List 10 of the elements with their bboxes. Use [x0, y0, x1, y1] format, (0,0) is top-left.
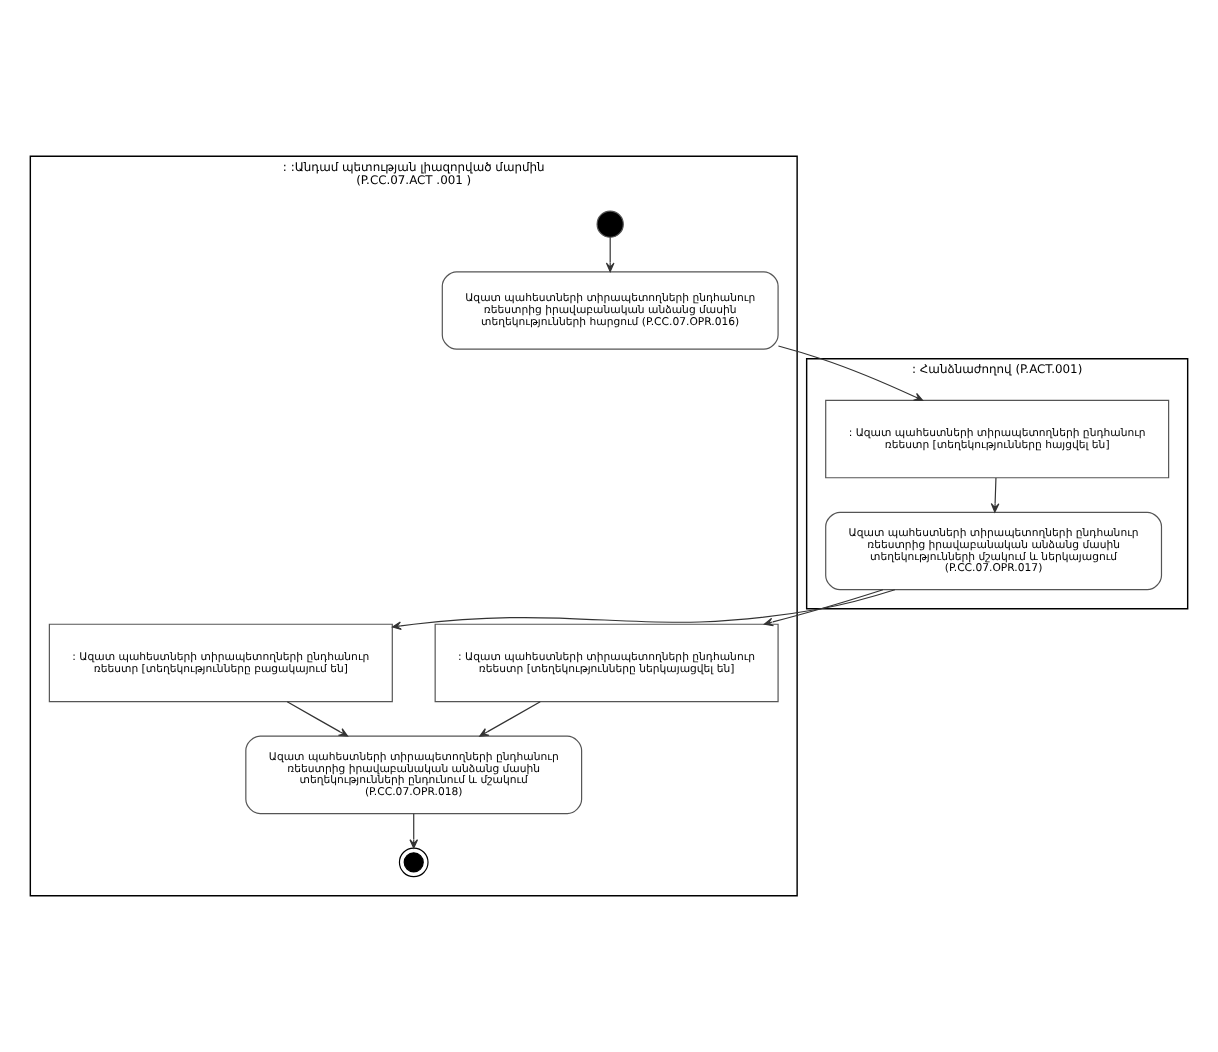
node-circle — [596, 210, 624, 238]
arrow — [763, 589, 884, 627]
arrow — [990, 477, 1000, 513]
node-circle — [398, 847, 429, 878]
arrow — [286, 701, 349, 737]
arrow — [409, 813, 419, 849]
arrow — [777, 345, 924, 401]
arrow — [479, 701, 541, 737]
arrow — [392, 589, 896, 631]
arrow — [605, 236, 615, 273]
